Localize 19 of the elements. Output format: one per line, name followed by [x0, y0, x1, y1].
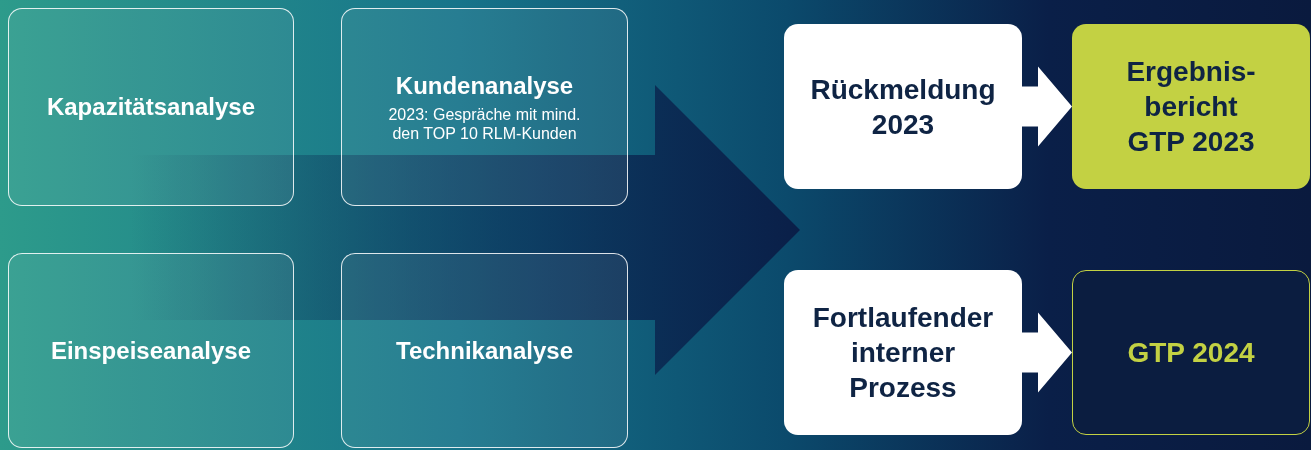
box-title: GTP 2024 — [1127, 336, 1255, 370]
box-title: Fortlaufender interner Prozess — [811, 301, 995, 405]
analysis-box — [8, 253, 294, 448]
block-arrow — [1022, 66, 1072, 147]
result-box — [1072, 270, 1310, 435]
process-box — [784, 270, 1022, 435]
process-box — [784, 24, 1022, 189]
box-title: Kapazitätsanalyse — [46, 92, 256, 122]
box-title: Rückmeldung 2023 — [809, 72, 997, 142]
box-title: Einspeiseanalyse — [50, 335, 252, 366]
box-title: Technikanalyse — [396, 335, 573, 366]
box-title: Kundenanalyse — [395, 71, 574, 101]
analysis-box — [341, 253, 628, 448]
result-box — [1072, 24, 1310, 189]
box-note: 2023: Gespräche mit mind. den TOP 10 RLM-Kunden — [387, 105, 582, 143]
analysis-box — [8, 8, 294, 206]
block-arrow — [1022, 312, 1072, 393]
analysis-box — [341, 8, 628, 206]
box-title: Ergebnis- bericht GTP 2023 — [1125, 55, 1257, 159]
